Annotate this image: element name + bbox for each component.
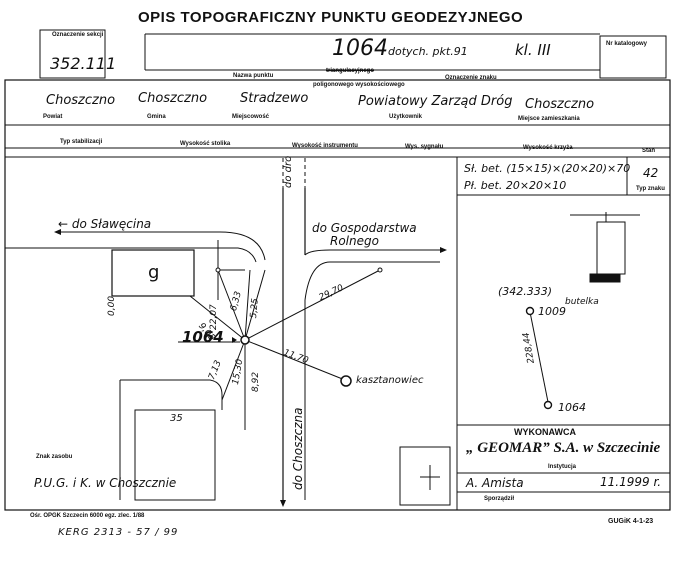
- powiat-label: Powiat: [43, 114, 63, 120]
- wys-stolika-label: Wysokość stolika: [180, 141, 231, 147]
- butelka-label: butelka: [565, 297, 599, 307]
- dir-slawecina: ← do Sławęcina: [58, 217, 152, 231]
- point-class: kl. III: [515, 41, 551, 59]
- print-note: Ośr. OPGK Szczecin 6000 egz. zlec. 1/88: [30, 513, 145, 519]
- catalog-box: [599, 35, 667, 79]
- network-label-1: triangulacyjnego: [326, 68, 375, 74]
- network-label-2: poligonowego wysokościowego: [313, 82, 405, 88]
- form-code: GUGiK 4-1-23: [608, 518, 654, 525]
- point-note: dotych. pkt.91: [388, 45, 468, 58]
- zamieszkanie-label: Miejsce zamieszkania: [518, 116, 580, 122]
- dir-gospodarstwa-1: do Gospodarstwa: [312, 221, 417, 235]
- point-1009: 1009: [538, 305, 566, 318]
- point-name-label: Nazwa punktu: [233, 73, 274, 79]
- measure-9: 8,92: [251, 371, 261, 392]
- station-box: [39, 29, 106, 79]
- form-frame: [4, 79, 671, 511]
- wys-krzyza-label: Wysokość krzyża: [523, 145, 573, 151]
- sporzadzil-value: A. Amista: [466, 476, 524, 490]
- miejscowosc-value: Stradzewo: [240, 91, 309, 106]
- mark-type-code: 42: [643, 166, 659, 180]
- miejscowosc-label: Miejscowość: [232, 114, 270, 120]
- dir-choszczna: do Choszczna: [291, 407, 305, 490]
- stab-line2: Pł. bet. 20×20×10: [464, 179, 567, 192]
- wys-instrumentu-label: Wysokość instrumentu: [292, 143, 358, 149]
- kerg-number: KERG 2313 - 57 / 99: [58, 527, 179, 538]
- measure-1: 22,07: [209, 304, 219, 330]
- catalog-label: Nr katalogowy: [606, 41, 648, 47]
- gmina-value: Choszczno: [138, 91, 208, 106]
- company-name: „ GEOMAR” S.A. w Szczecinie: [466, 440, 661, 456]
- measure-0: 0,00: [107, 295, 117, 316]
- wykonawca-label: WYKONAWCA: [514, 427, 576, 437]
- gmina-label: Gmina: [147, 114, 166, 120]
- mark-label: Oznaczenie znaku: [445, 75, 497, 81]
- station-value: 352.111: [50, 54, 117, 73]
- building-35: 35: [170, 413, 183, 424]
- powiat-value: Choszczno: [46, 93, 116, 108]
- uzytkownik-value: Powiatowy Zarząd Dróg: [358, 94, 513, 109]
- building-g: g: [148, 262, 160, 283]
- sporzadzil-label: Sporządził: [484, 496, 515, 502]
- dir-gospodarstwa-2: Rolnego: [330, 234, 379, 248]
- mark-type-label: Typ znaku: [636, 186, 665, 192]
- form-title: OPIS TOPOGRAFICZNY PUNKTU GEODEZYJNEGO: [138, 9, 524, 26]
- instytucja-label: Instytucja: [548, 464, 577, 470]
- zamieszkanie-value: Choszczno: [525, 97, 595, 112]
- stan-label: Stan: [642, 148, 656, 154]
- zasob-label: Znak zasobu: [36, 454, 73, 460]
- coord-label: (342.333): [498, 285, 553, 298]
- top-road-label: do dro: [283, 155, 294, 188]
- station-label: Oznaczenie sekcji: [52, 32, 104, 38]
- zasob-value: P.U.G. i K. w Choszcznie: [34, 476, 177, 490]
- uzytkownik-label: Użytkownik: [389, 114, 423, 120]
- kasztanowiec-label: kasztanowiec: [356, 375, 424, 386]
- date-value: 11.1999 r.: [600, 475, 662, 489]
- point-1064-right: 1064: [558, 401, 586, 414]
- stab-line1: Sł. bet. (15×15)×(20×20)×70: [464, 162, 631, 175]
- point-number: 1064: [332, 36, 388, 61]
- measure-4: 5,25: [249, 297, 261, 319]
- point-1064-label: 1064: [182, 328, 224, 346]
- typ-label: Typ stabilizacji: [60, 139, 103, 145]
- wys-sygnalu-label: Wys. sygnału: [405, 144, 444, 150]
